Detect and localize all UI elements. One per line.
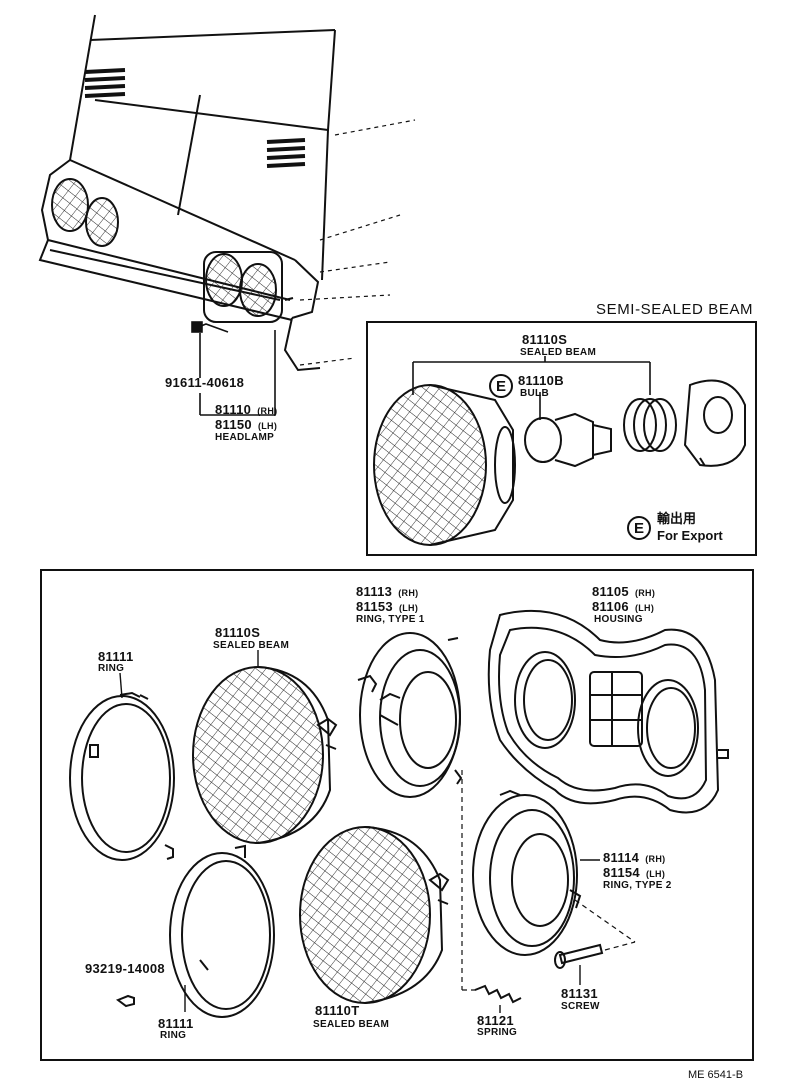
vent-slats [84,68,306,168]
housing [487,609,729,814]
ring2-name: RING, TYPE 2 [603,880,672,891]
spring-name: SPRING [477,1027,518,1038]
bulb-number: 81110B [518,373,564,388]
ring-a-number: 81111 [98,649,134,664]
sealed-beam-b [299,826,450,1004]
ring-b [169,844,275,1018]
inset-sealed-number: 81110S [522,332,568,347]
document-code: ME 6541-B [688,1069,744,1081]
vehicle-front [38,14,336,372]
export-legend-jp: 輸出用 [657,511,697,526]
housing-name: HOUSING [594,614,643,625]
screw-small [115,994,135,1008]
bolt-part-number: 91611-40618 [165,375,245,390]
beam-a-name: SEALED BEAM [213,640,290,651]
ring1-rh-number: 81113(RH) [356,584,419,599]
leader-lines [299,119,416,366]
inset-cover [683,379,746,467]
ring2-lh-number: 81154(LH) [603,865,666,880]
inset-sealed-name: SEALED BEAM [520,347,597,358]
ring2-rh-number: 81114(RH) [603,850,666,865]
beam-b-name: SEALED BEAM [313,1019,390,1030]
export-legend-icon: E [627,516,651,540]
exploded-view-frame [40,569,754,1061]
vehicle-headlamps [51,178,294,323]
beam-b-number: 81110T [315,1003,360,1018]
screw-number: 81131 [561,986,598,1001]
bulb-name: BULB [520,388,549,399]
headlamp-name: HEADLAMP [215,432,275,443]
spring [474,984,522,1004]
semi-sealed-frame [366,321,757,556]
ring-b-name: RING [160,1030,187,1041]
sealed-beam-a [192,666,338,844]
beam-a-number: 81110S [215,625,261,640]
headlamp-rh-number: 81110(RH) [215,402,278,417]
housing-rh-number: 81105(RH) [592,584,656,599]
inset-socket [623,398,677,452]
ring-type-2 [472,789,582,956]
ring-b-number: 81111 [158,1016,194,1031]
ring1-name: RING, TYPE 1 [356,614,425,625]
screw-b-number: 93219-14008 [85,961,165,976]
ring1-lh-number: 81153(LH) [356,599,419,614]
inset-sealed-beam [373,384,516,546]
export-legend-en: For Export [657,528,723,543]
inset-bulb [524,412,612,468]
spring-number: 81121 [477,1013,514,1028]
export-mark-icon: E [489,374,513,398]
ring-a [69,691,175,861]
screw-name: SCREW [561,1001,600,1012]
housing-lh-number: 81106(LH) [592,599,655,614]
screw-81131 [554,943,604,969]
headlamp-lh-number: 81150(LH) [215,417,278,432]
semi-sealed-title: SEMI-SEALED BEAM [596,301,754,318]
ring-a-name: RING [98,663,125,674]
ring-type-1 [357,632,463,798]
